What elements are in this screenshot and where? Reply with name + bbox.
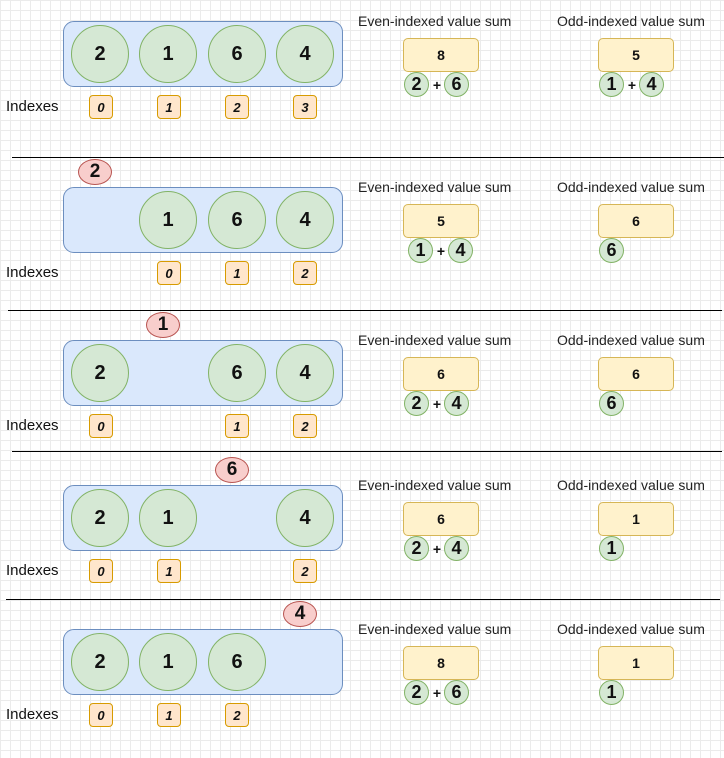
even-sum-plus-sign: + (432, 396, 442, 412)
array-value: 6 (208, 344, 266, 402)
removed-value: 2 (78, 159, 112, 185)
index-box: 2 (225, 703, 249, 727)
removed-value: 6 (215, 457, 249, 483)
indexes-label: Indexes (6, 706, 59, 723)
odd-sum-term: 1 (599, 536, 624, 561)
index-box: 0 (157, 261, 181, 285)
index-box: 2 (293, 414, 317, 438)
even-sum-heading: Even-indexed value sum (358, 332, 512, 348)
array-value: 1 (139, 489, 197, 547)
array-value: 6 (208, 633, 266, 691)
panel-separator (8, 310, 722, 311)
even-sum-heading: Even-indexed value sum (358, 477, 512, 493)
odd-sum-total: 6 (598, 204, 674, 238)
indexes-label: Indexes (6, 98, 59, 115)
odd-sum-total: 1 (598, 502, 674, 536)
odd-sum-heading: Odd-indexed value sum (557, 13, 705, 29)
array-value: 4 (276, 344, 334, 402)
odd-sum-total: 6 (598, 357, 674, 391)
array-value: 4 (276, 489, 334, 547)
index-box: 2 (293, 559, 317, 583)
index-box: 0 (89, 414, 113, 438)
odd-sum-total: 1 (598, 646, 674, 680)
index-box: 2 (293, 261, 317, 285)
index-box: 0 (89, 559, 113, 583)
index-box: 0 (89, 95, 113, 119)
even-sum-plus-sign: + (432, 541, 442, 557)
index-box: 1 (157, 559, 181, 583)
array-value: 2 (71, 25, 129, 83)
even-sum-total: 8 (403, 38, 479, 72)
even-sum-term: 2 (404, 391, 429, 416)
indexes-label: Indexes (6, 417, 59, 434)
odd-sum-heading: Odd-indexed value sum (557, 477, 705, 493)
array-value: 4 (276, 25, 334, 83)
index-box: 1 (225, 414, 249, 438)
indexes-label: Indexes (6, 562, 59, 579)
odd-sum-total: 5 (598, 38, 674, 72)
array-value: 1 (139, 633, 197, 691)
odd-sum-term: 4 (639, 72, 664, 97)
even-sum-total: 6 (403, 357, 479, 391)
panel-separator (12, 451, 722, 452)
odd-sum-term: 6 (599, 391, 624, 416)
even-sum-heading: Even-indexed value sum (358, 13, 512, 29)
index-box: 0 (89, 703, 113, 727)
index-box: 1 (157, 703, 181, 727)
index-box: 3 (293, 95, 317, 119)
even-sum-total: 6 (403, 502, 479, 536)
odd-sum-term: 1 (599, 72, 624, 97)
even-sum-plus-sign: + (436, 243, 446, 259)
array-value: 6 (208, 191, 266, 249)
odd-sum-plus-sign: + (627, 77, 637, 93)
array-value: 6 (208, 25, 266, 83)
even-sum-term: 4 (444, 536, 469, 561)
panel-separator (12, 157, 724, 158)
odd-sum-heading: Odd-indexed value sum (557, 332, 705, 348)
even-sum-plus-sign: + (432, 77, 442, 93)
even-sum-total: 5 (403, 204, 479, 238)
removed-value: 1 (146, 312, 180, 338)
odd-sum-heading: Odd-indexed value sum (557, 621, 705, 637)
even-sum-term: 2 (404, 536, 429, 561)
even-sum-term: 4 (448, 238, 473, 263)
odd-sum-term: 1 (599, 680, 624, 705)
even-sum-total: 8 (403, 646, 479, 680)
even-sum-heading: Even-indexed value sum (358, 179, 512, 195)
even-sum-plus-sign: + (432, 685, 442, 701)
index-box: 1 (157, 95, 181, 119)
array-value: 1 (139, 191, 197, 249)
even-sum-term: 4 (444, 391, 469, 416)
even-sum-heading: Even-indexed value sum (358, 621, 512, 637)
odd-sum-term: 6 (599, 238, 624, 263)
array-value: 2 (71, 344, 129, 402)
even-sum-term: 6 (444, 72, 469, 97)
odd-sum-heading: Odd-indexed value sum (557, 179, 705, 195)
removed-value: 4 (283, 601, 317, 627)
indexes-label: Indexes (6, 264, 59, 281)
even-sum-term: 2 (404, 680, 429, 705)
array-value: 2 (71, 489, 129, 547)
index-box: 1 (225, 261, 249, 285)
array-value: 4 (276, 191, 334, 249)
array-value: 1 (139, 25, 197, 83)
panel-separator (6, 599, 720, 600)
even-sum-term: 6 (444, 680, 469, 705)
even-sum-term: 1 (408, 238, 433, 263)
array-value: 2 (71, 633, 129, 691)
index-box: 2 (225, 95, 249, 119)
even-sum-term: 2 (404, 72, 429, 97)
